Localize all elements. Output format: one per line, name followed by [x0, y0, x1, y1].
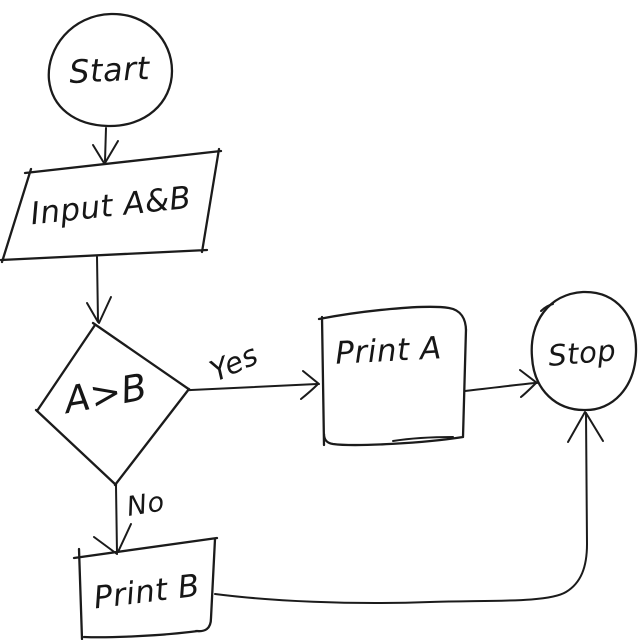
node-decision: A>B	[34, 321, 192, 487]
arrowhead-up-icon	[567, 411, 604, 443]
arrowhead-right-icon	[300, 370, 320, 400]
print-b-rect-shape	[72, 536, 219, 640]
print-a-rect-shape	[317, 305, 468, 447]
edge-decision-print-a: Yes	[190, 337, 320, 400]
input-parallelogram-shape	[0, 147, 223, 264]
yes-edge-label: Yes	[205, 337, 264, 388]
stop-circle-overdraw-tick	[540, 303, 554, 312]
edge-input-decision	[86, 256, 112, 324]
arrowhead-down-icon	[86, 296, 112, 324]
decision-label: A>B	[59, 365, 150, 422]
edge-yes-line	[190, 383, 318, 391]
start-circle-shape	[47, 12, 174, 128]
no-edge-label: No	[125, 486, 167, 523]
arrowhead-right-icon	[519, 369, 538, 398]
stop-circle-shape	[530, 290, 638, 412]
node-print-a: Print A	[317, 305, 468, 447]
arrowhead-down-icon	[92, 140, 119, 164]
edge-decision-print-b: No	[93, 485, 167, 555]
node-start: Start	[47, 12, 174, 128]
node-stop: Stop	[530, 290, 638, 412]
print-a-extra-stroke	[392, 436, 454, 442]
edge-print-a-stop	[464, 369, 538, 398]
decision-diamond-shape	[34, 321, 192, 487]
stop-label: Stop	[547, 333, 618, 373]
print-a-label: Print A	[334, 330, 442, 372]
edge-start-input	[92, 127, 119, 164]
node-input: Input A&B	[0, 147, 223, 264]
input-label: Input A&B	[29, 180, 193, 233]
node-print-b: Print B	[72, 536, 219, 640]
start-label: Start	[68, 49, 152, 91]
edge-print-b-stop	[214, 411, 604, 604]
edge-print-a-stop-line	[464, 382, 536, 392]
edge-no-line	[115, 485, 118, 554]
print-b-label: Print B	[92, 568, 202, 617]
edge-print-b-stop-line	[214, 412, 588, 604]
edge-input-decision-line	[96, 256, 99, 322]
edge-start-input-line	[104, 127, 107, 162]
arrowhead-down-icon	[93, 523, 132, 555]
